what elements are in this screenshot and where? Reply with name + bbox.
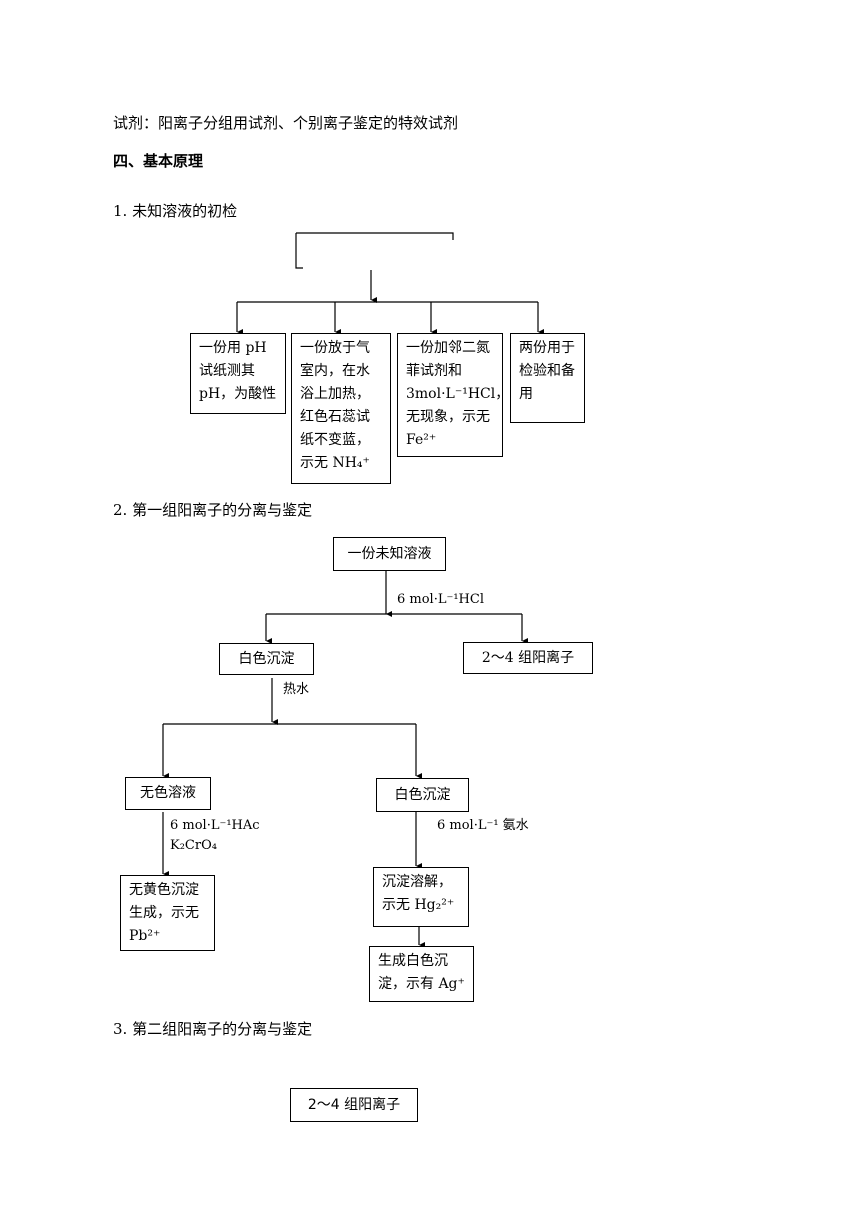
ph-test-box: 一份用 pH试纸测其pH，为酸性	[190, 333, 286, 414]
no-mercury-box: 沉淀溶解，示无 Hg₂²⁺	[373, 867, 469, 927]
hac-reagent-label: 6 mol·L⁻¹HAc K₂CrO₄	[170, 818, 260, 853]
nh4-test-box: 一份放于气室内，在水浴上加热，红色石蕊试纸不变蓝，示无 NH₄⁺	[291, 333, 391, 484]
part1-title: 1. 未知溶液的初检	[113, 202, 238, 220]
section-heading: 四、基本原理	[113, 152, 204, 170]
white-precipitate-box: 白色沉淀	[219, 643, 314, 675]
ammonia-reagent-label: 6 mol·L⁻¹ 氨水	[437, 818, 529, 833]
part3-title: 3. 第二组阳离子的分离与鉴定	[113, 1020, 313, 1038]
has-silver-box: 生成白色沉淀，示有 Ag⁺	[369, 946, 474, 1002]
no-lead-box: 无黄色沉淀生成，示无 Pb²⁺	[120, 875, 215, 951]
colorless-solution-box: 无色溶液	[125, 777, 211, 810]
reserve-box: 两份用于检验和备用	[510, 333, 585, 423]
white-precipitate-box-2: 白色沉淀	[376, 778, 469, 812]
hcl-reagent-label: 6 mol·L⁻¹HCl	[397, 592, 484, 607]
reagents-text: 试剂：阳离子分组用试剂、个别离子鉴定的特效试剂	[113, 114, 459, 132]
part3-group-box: 2～4 组阳离子	[290, 1088, 418, 1122]
hot-water-label: 热水	[283, 682, 310, 697]
fe-test-box: 一份加邻二氮菲试剂和3mol·L⁻¹HCl，无现象，示无 Fe²⁺	[397, 333, 509, 457]
group-2-4-box: 2～4 组阳离子	[463, 642, 593, 674]
part2-title: 2. 第一组阳离子的分离与鉴定	[113, 501, 313, 519]
unknown-solution-box: 一份未知溶液	[333, 537, 446, 571]
